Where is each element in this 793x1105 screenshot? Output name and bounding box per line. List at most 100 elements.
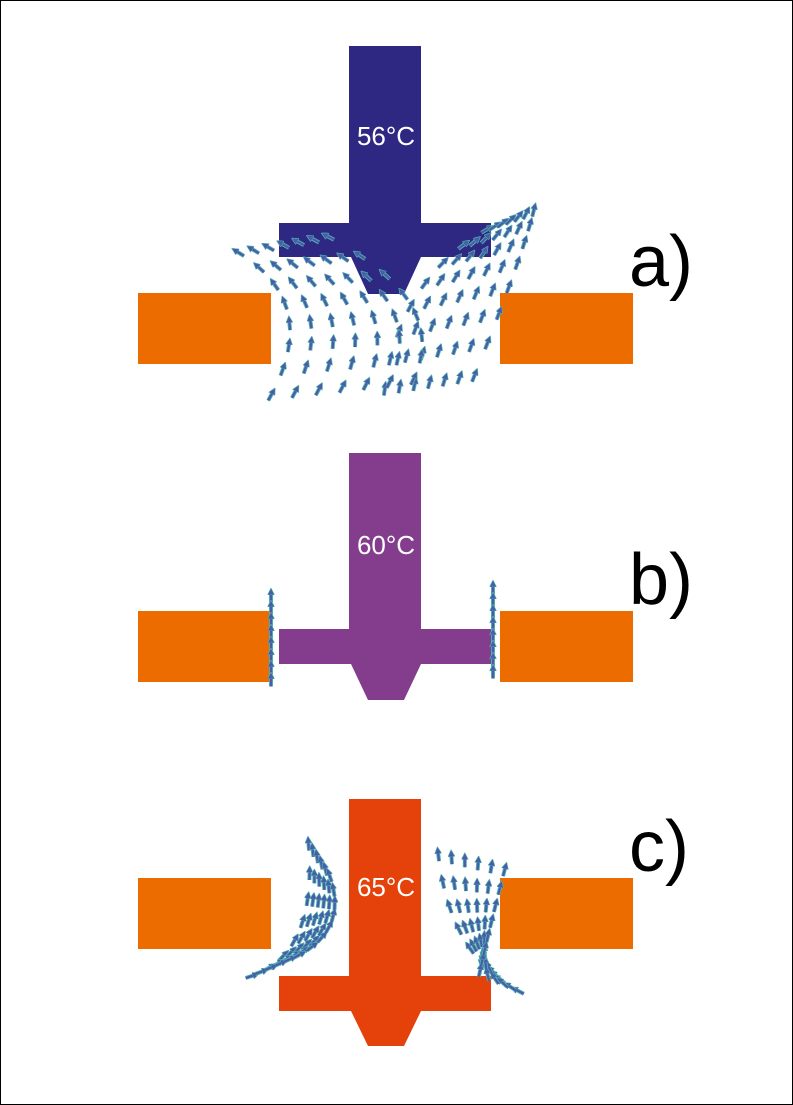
panel-label: a): [629, 222, 693, 302]
flow-arrow: [420, 280, 428, 290]
flow-arrow: [464, 923, 469, 934]
flow-arrow: [363, 273, 373, 282]
flow-arrow: [331, 911, 334, 923]
flow-arrow: [350, 359, 353, 370]
flow-arrow: [428, 378, 431, 389]
flow-arrow: [471, 942, 478, 952]
flow-arrow: [522, 209, 528, 220]
flow-arrow: [448, 902, 453, 914]
flow-arrow: [485, 960, 486, 971]
flow-arrow: [264, 966, 275, 971]
panel-label: c): [629, 807, 689, 887]
flow-arrow: [288, 341, 290, 353]
panel-a: 56°C a): [138, 46, 693, 402]
flow-arrow: [306, 944, 316, 952]
flow-arrow: [496, 220, 507, 228]
flow-arrow: [316, 852, 318, 864]
flow-arrow: [250, 248, 260, 255]
flow-arrow: [323, 257, 333, 265]
right-orange-block: [500, 878, 633, 949]
flow-arrow: [342, 295, 349, 306]
flow-arrow: [488, 883, 489, 894]
flow-arrow: [514, 259, 519, 270]
flow-arrow: [443, 376, 446, 387]
t-shaped-part: [279, 453, 491, 700]
flow-arrow: [467, 902, 469, 913]
flow-arrow: [372, 313, 375, 325]
flow-arrow: [290, 937, 296, 947]
flow-arrow: [451, 853, 452, 865]
flow-arrow: [479, 966, 481, 978]
flow-arrow: [324, 879, 325, 890]
flow-arrow: [389, 355, 392, 366]
flow-arrow: [478, 312, 484, 324]
flow-arrow: [485, 918, 486, 930]
flow-arrow: [499, 980, 509, 988]
flow-arrow: [279, 365, 285, 376]
flow-arrow: [480, 235, 489, 244]
flow-arrow: [328, 871, 333, 883]
flow-arrow: [413, 380, 415, 392]
flow-arrows: [245, 840, 525, 996]
flow-arrow: [488, 224, 498, 231]
flow-arrow: [472, 289, 478, 300]
flow-arrow: [331, 316, 333, 328]
flow-arrow: [325, 913, 328, 924]
flow-arrows: [271, 584, 493, 687]
flow-arrow: [475, 939, 481, 950]
flow-arrow: [487, 931, 490, 943]
flow-arrow: [316, 934, 324, 944]
flow-arrow: [297, 934, 303, 945]
flow-arrow: [381, 292, 389, 302]
flow-arrow: [456, 292, 462, 303]
flow-arrow: [421, 331, 422, 342]
left-orange-block: [138, 293, 271, 364]
flow-arrow: [438, 850, 439, 862]
flow-arrow: [338, 383, 344, 394]
flow-arrow: [453, 879, 455, 890]
flow-arrow: [515, 224, 521, 235]
flow-arrow: [483, 944, 485, 956]
panel-c: 65°C c): [138, 799, 689, 1046]
flow-arrow: [492, 975, 500, 985]
flow-arrow: [451, 256, 459, 266]
flow-arrow: [299, 917, 304, 929]
t-shaped-part: [279, 799, 491, 1046]
left-orange-block: [138, 611, 271, 682]
flow-arrow: [323, 897, 324, 909]
flow-arrow: [362, 380, 368, 391]
flow-arrow: [486, 970, 489, 982]
flow-arrow: [256, 265, 265, 273]
flow-arrow: [279, 242, 290, 249]
flow-arrow: [333, 338, 334, 349]
flow-arrow: [498, 263, 504, 274]
flow-arrow: [317, 926, 324, 937]
flow-arrow: [439, 296, 446, 307]
flow-arrow: [521, 238, 525, 250]
flow-arrow: [307, 895, 309, 906]
flow-arrow: [373, 357, 376, 368]
flow-arrow: [478, 920, 479, 931]
panel-label: b): [629, 540, 693, 620]
flow-arrow: [451, 273, 459, 283]
flow-arrow: [467, 269, 473, 280]
flow-arrow: [468, 239, 478, 247]
flow-arrow: [265, 245, 275, 252]
flow-arrow: [503, 866, 506, 877]
flow-arrow: [462, 315, 467, 326]
flow-arrows: [235, 206, 535, 402]
flow-arrow: [486, 901, 487, 913]
flow-arrow: [273, 263, 282, 271]
flow-arrow: [420, 352, 422, 364]
flow-arrow: [451, 344, 457, 355]
flow-arrow: [319, 914, 322, 925]
flow-arrow: [465, 253, 473, 263]
flow-arrow: [409, 375, 416, 386]
flow-arrow: [384, 385, 385, 396]
flow-arrow: [309, 237, 320, 244]
flow-arrow: [505, 217, 514, 226]
flow-arrow: [322, 296, 329, 307]
flow-arrow: [494, 901, 497, 913]
flow-arrow: [289, 319, 290, 331]
flow-arrow: [513, 213, 521, 223]
